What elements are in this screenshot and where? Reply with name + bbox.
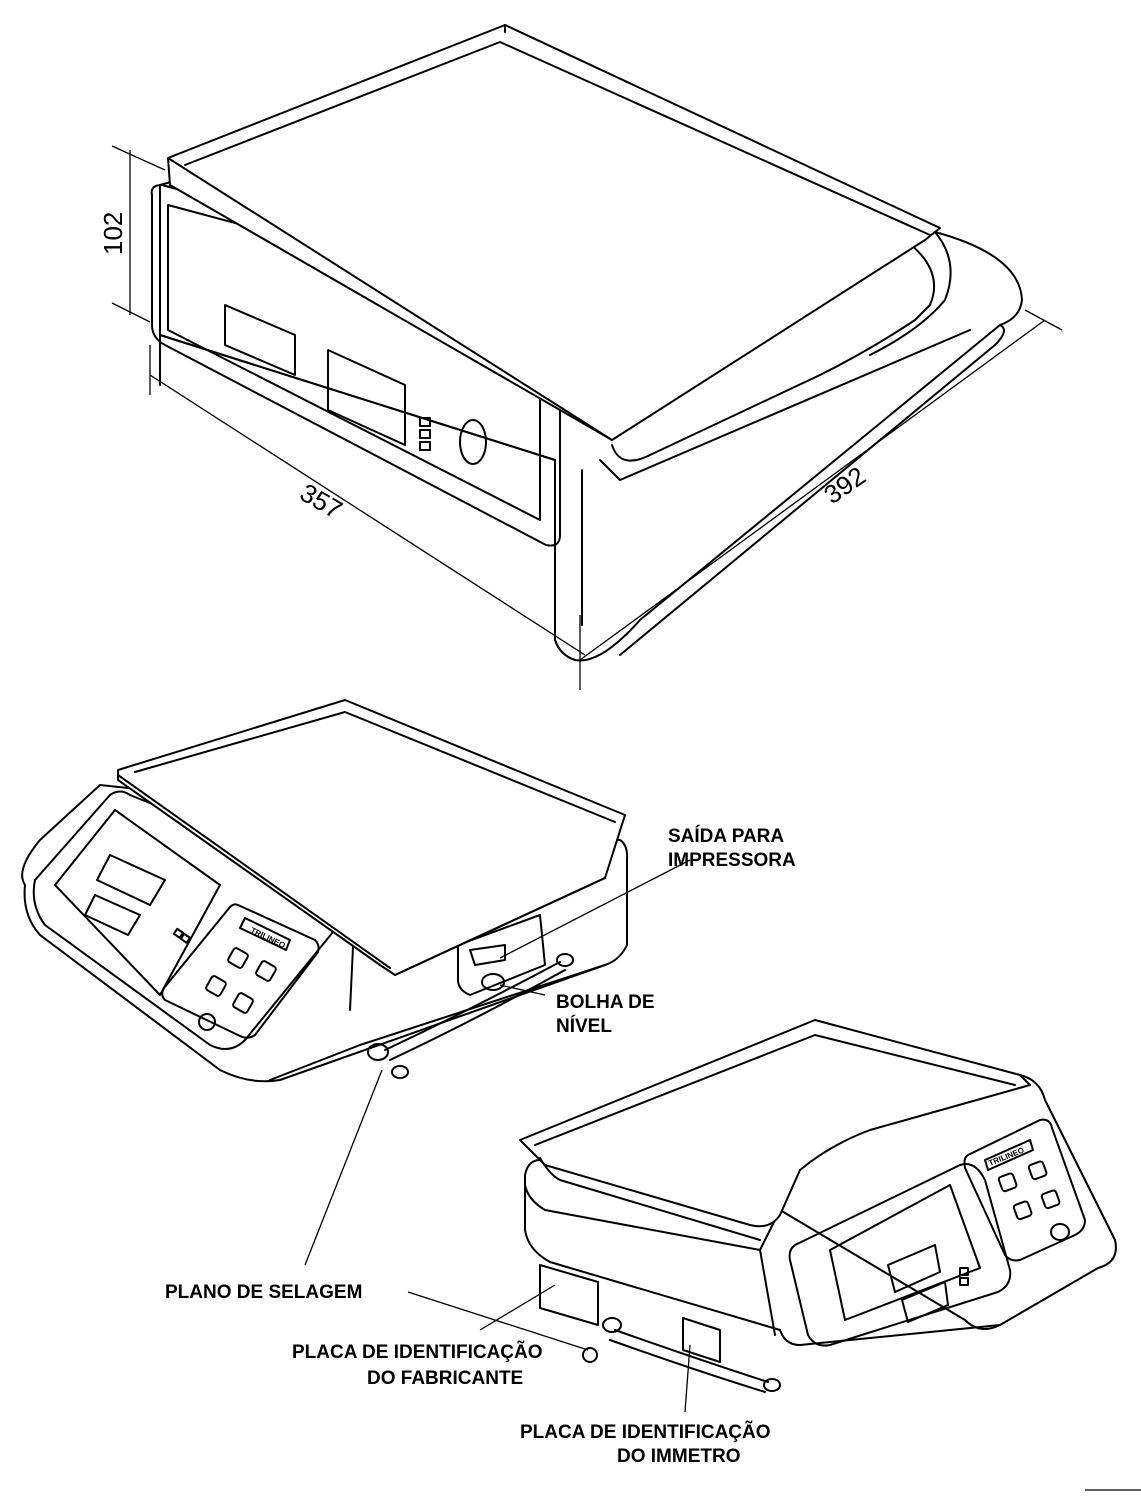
keypad-key [227, 947, 249, 969]
label-level-bubble-2: NÍVEL [556, 1015, 612, 1037]
dim-height-label: 102 [98, 212, 128, 255]
label-inmetro-plate-1: PLACA DE IDENTIFICAÇÃO [520, 1421, 771, 1443]
scale-back-view: TRILINEO PLANO DE SELAGEM PLACA DE IDENT… [165, 1019, 1117, 1467]
round-key [198, 1013, 216, 1031]
leader-inmetro [684, 1344, 691, 1413]
leader-maker [479, 1284, 556, 1331]
scale-front-view: TRILINEO SAÍDA PARA IMPRESSORA BOLHA DE … [21, 699, 796, 1266]
indicator-led [419, 417, 431, 427]
sealing-screw [367, 1043, 389, 1061]
display-window-left [224, 304, 296, 376]
display-window-right [327, 349, 406, 446]
leader-bubble [499, 984, 546, 996]
leader-sealing-1 [304, 1069, 383, 1266]
label-printer-output-1: SAÍDA PARA [668, 825, 784, 847]
width-dimension-line [149, 374, 586, 656]
seal-pin [582, 1347, 598, 1363]
power-button [459, 419, 487, 465]
label-printer-output-2: IMPRESSORA [668, 850, 796, 871]
label-maker-plate-2: DO FABRICANTE [367, 1368, 523, 1389]
depth-dimension-line [579, 319, 1046, 661]
inmetro-plate [682, 1317, 721, 1363]
leader-sealing-2 [407, 1291, 589, 1351]
leader-printer [499, 859, 691, 959]
display-panel-frame [150, 184, 561, 547]
keypad-panel [161, 903, 320, 1039]
level-bubble [481, 973, 505, 991]
label-maker-plate-1: PLACA DE IDENTIFICAÇÃO [292, 1341, 543, 1363]
label-sealing-plane: PLANO DE SELAGEM [165, 1282, 362, 1303]
display-panel-3 [788, 1163, 1012, 1347]
keypad-panel-3 [963, 1118, 1086, 1262]
scale-dimensioned-view: 102 357 392 [98, 24, 1063, 690]
dim-width-label: 357 [295, 477, 348, 525]
label-inmetro-plate-2: DO IMMETRO [617, 1446, 741, 1467]
display-window [54, 809, 221, 996]
printer-output-port [469, 944, 506, 966]
weighing-plate-3 [519, 1019, 1031, 1228]
label-level-bubble-1: BOLHA DE [556, 992, 655, 1013]
